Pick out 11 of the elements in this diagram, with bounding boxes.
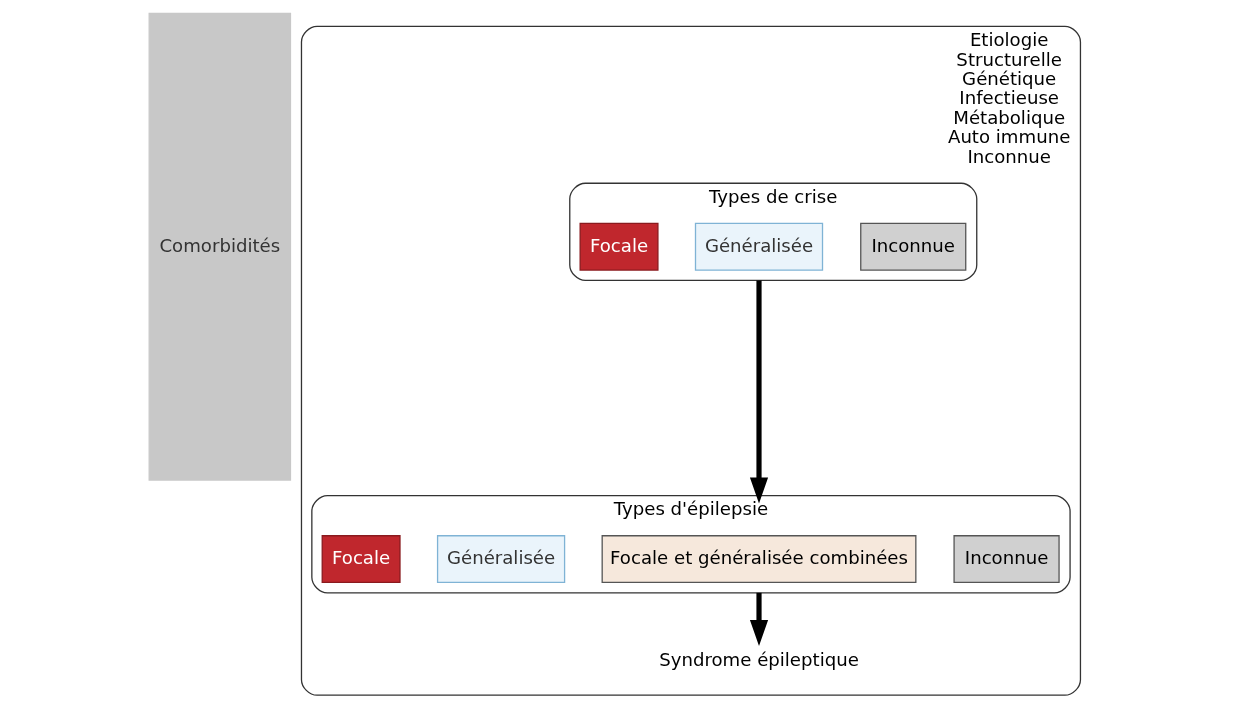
node-box: Généralisée (694, 222, 823, 271)
node-box: Focale (321, 535, 401, 584)
node-box: Inconnue (952, 535, 1060, 584)
node-box: Focale (579, 222, 659, 271)
node-box: Focale et généralisée combinées (601, 535, 916, 584)
node-box: Inconnue (859, 222, 966, 271)
arrow (749, 592, 768, 646)
node-box: Comorbidités (148, 12, 291, 481)
arrow (749, 280, 768, 504)
node-box: Généralisée (436, 535, 565, 584)
node-text: Syndrome épileptique (658, 649, 859, 671)
